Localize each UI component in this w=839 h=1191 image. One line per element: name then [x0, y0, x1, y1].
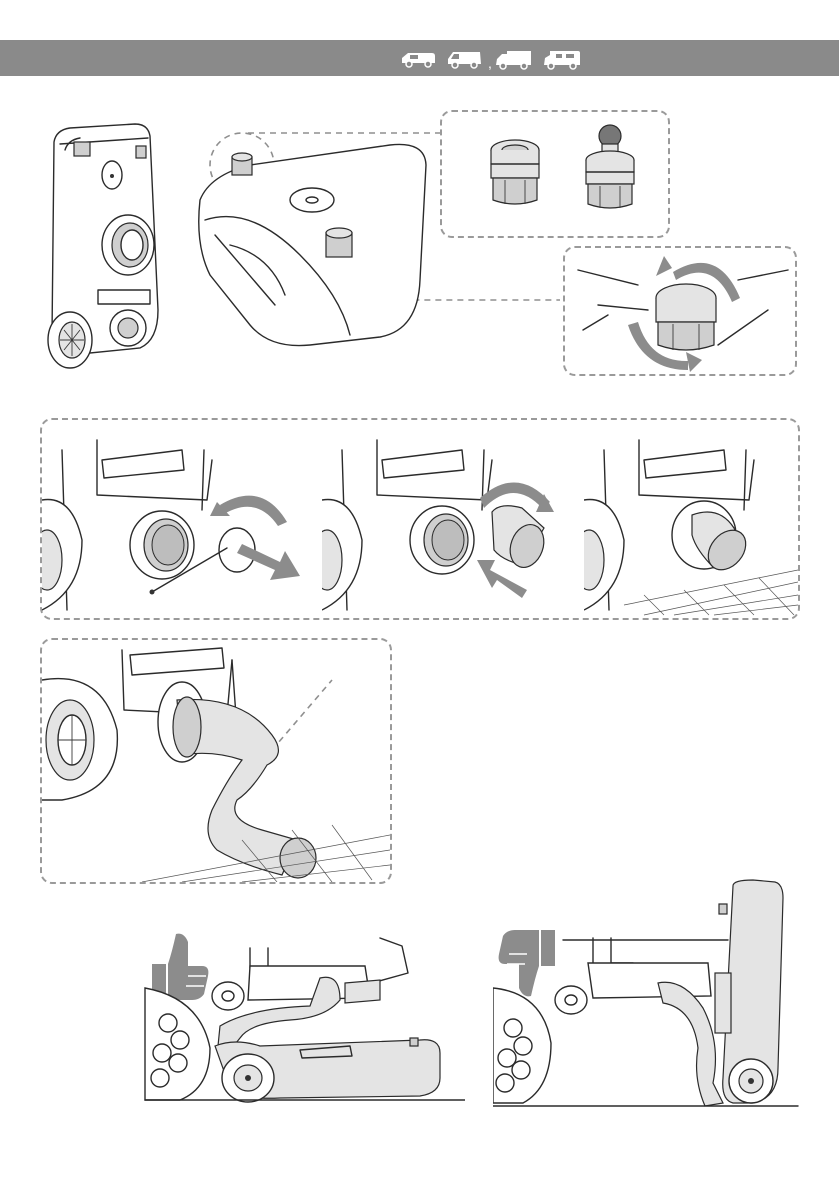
vent-cap-open-icon	[491, 140, 539, 204]
outlet-elbow-fitted	[584, 420, 798, 616]
panel-van-icon	[494, 48, 534, 70]
thumbs-down-icon	[499, 930, 555, 996]
vent-cap-closed-icon	[586, 125, 634, 208]
vehicle-icon-row: ,	[400, 46, 582, 72]
cap-variants	[460, 120, 660, 230]
motorhome-icon	[542, 48, 582, 70]
correct-tank-position	[140, 928, 465, 1108]
icon-separator: ,	[488, 55, 492, 71]
thumbs-up-icon	[152, 934, 208, 1000]
outlet-elbow-fitting	[322, 420, 580, 616]
hose-connected	[42, 640, 390, 882]
incorrect-tank-position	[493, 878, 803, 1113]
van-icon	[446, 48, 484, 70]
cap-rotation	[568, 250, 794, 374]
tank-front-view	[40, 120, 170, 375]
rotate-arrow-icon	[220, 496, 287, 526]
tank-cap-icon	[74, 142, 90, 156]
outlet-cap-removal	[42, 420, 300, 616]
campervan-icon	[400, 48, 438, 70]
